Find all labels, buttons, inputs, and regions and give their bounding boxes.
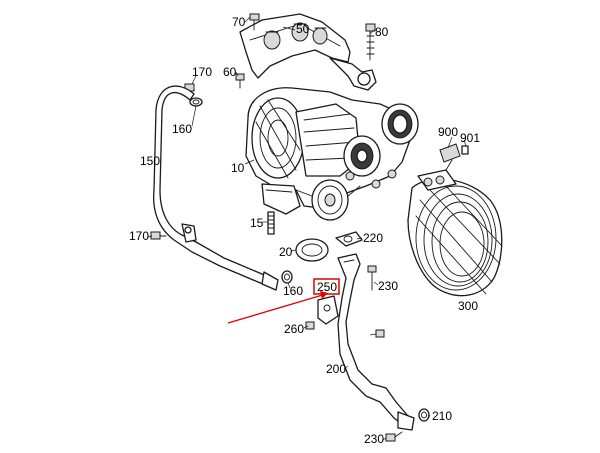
label-300: 300 — [458, 299, 478, 313]
bolt-80 — [365, 23, 376, 61]
label-20: 20 — [279, 245, 293, 259]
label-170-left: 170 — [129, 229, 149, 243]
label-170-top: 170 — [192, 65, 212, 79]
seal-160-mid — [281, 270, 293, 284]
leader-lines — [147, 16, 467, 441]
bracket-250 — [317, 295, 339, 325]
label-150: 150 — [140, 154, 160, 168]
label-80: 80 — [375, 25, 389, 39]
label-220: 220 — [363, 231, 383, 245]
bracket-50 — [239, 13, 377, 91]
label-210: 210 — [432, 409, 452, 423]
clamp-900 — [439, 143, 469, 163]
bolt-170-left — [150, 231, 167, 240]
label-70: 70 — [232, 15, 246, 29]
label-230-bottom: 230 — [364, 432, 384, 446]
bolt-230-mid — [367, 265, 377, 291]
label-10: 10 — [231, 161, 245, 175]
bolt-260-right — [375, 329, 385, 338]
bolt-230-bottom — [385, 431, 403, 442]
highlight-250: 250 — [227, 278, 340, 324]
label-230-mid: 230 — [378, 279, 398, 293]
seal-160-top — [189, 97, 203, 107]
label-50: 50 — [296, 22, 310, 36]
label-900: 900 — [438, 125, 458, 139]
gasket-20 — [295, 238, 329, 262]
label-15: 15 — [250, 216, 264, 230]
label-260: 260 — [284, 322, 304, 336]
label-160-mid: 160 — [283, 284, 303, 298]
charge-air-hose-300 — [407, 159, 503, 297]
oil-return-pipe-200 — [337, 253, 415, 431]
seal-210 — [418, 408, 430, 422]
label-200: 200 — [326, 362, 346, 376]
highlight-arrowhead — [320, 291, 328, 299]
gasket-220 — [335, 231, 363, 247]
bolt-260-left — [305, 321, 315, 330]
label-60: 60 — [223, 65, 237, 79]
label-160-top: 160 — [172, 122, 192, 136]
oil-feed-pipe-150 — [152, 85, 279, 291]
stud-15 — [267, 211, 275, 235]
bolt-60 — [235, 73, 245, 89]
highlight-arrow — [227, 293, 327, 324]
label-250: 250 — [317, 280, 337, 294]
turbocharger-10 — [245, 87, 419, 221]
label-901: 901 — [460, 131, 480, 145]
